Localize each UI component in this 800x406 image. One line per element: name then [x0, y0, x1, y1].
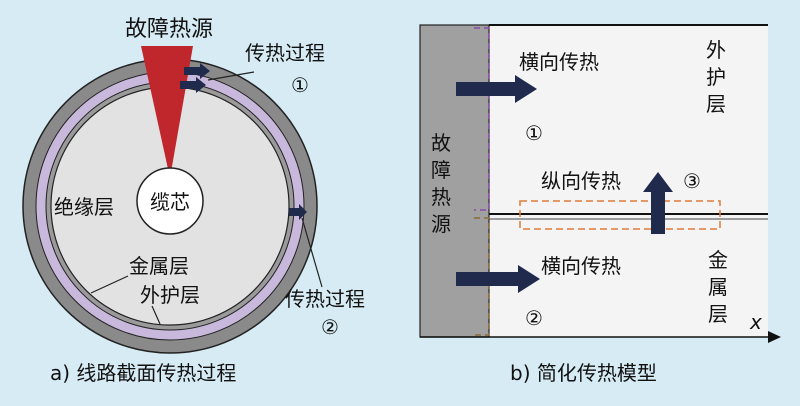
metal-leader	[90, 275, 129, 294]
process-1-arrow-upper	[184, 63, 210, 79]
lateral-arrow-bottom	[456, 265, 540, 293]
process-2-leader	[301, 217, 323, 288]
metal-char-3: 层	[708, 302, 728, 326]
heat-source-char-1: 故	[431, 131, 451, 155]
metal-label: 金属层	[129, 254, 189, 278]
heat-source-char-4: 源	[431, 212, 451, 236]
lateral-arrow-top	[456, 75, 537, 103]
process-2-label: 传热过程	[285, 287, 365, 311]
x-axis-arrowhead	[768, 331, 781, 343]
process-2-number: ②	[321, 315, 339, 339]
sheath-leader	[151, 305, 161, 325]
number-2: ②	[525, 306, 543, 330]
longitudinal-arrow-up	[643, 172, 673, 234]
longitudinal-dashed-box	[519, 200, 721, 230]
heat-source-wedge	[141, 46, 193, 178]
process-2-arrow	[289, 204, 307, 220]
sheath-char-2: 护	[706, 65, 726, 89]
number-1: ①	[525, 121, 543, 145]
number-3: ③	[683, 169, 701, 193]
sheath-region	[489, 25, 768, 214]
caption-b: b) 简化传热模型	[510, 361, 657, 385]
sheath-char-1: 外	[706, 38, 726, 62]
x-axis-label: x	[749, 310, 762, 334]
process-1-arrow-lower	[180, 77, 206, 93]
cable-core	[136, 167, 204, 235]
process-1-label: 传热过程	[245, 41, 325, 65]
heat-source-char-2: 障	[431, 158, 451, 182]
process-1-leader	[207, 71, 255, 81]
metal-char-2: 属	[708, 275, 728, 299]
sheath-label: 外护层	[140, 283, 200, 307]
lateral-top-label: 横向传热	[519, 50, 599, 74]
metal-char-1: 金	[708, 248, 728, 272]
panel-b: 故 障 热 源 横向传热 ① 纵向传热 ③ 横向传热 ② 外 护 层 金 属 层…	[419, 24, 781, 385]
longitudinal-label: 纵向传热	[541, 169, 621, 193]
lateral-bottom-label: 横向传热	[541, 254, 621, 278]
core-label: 缆芯	[150, 190, 190, 214]
insulation-label: 绝缘层	[54, 195, 114, 219]
panel-a: 缆芯 故障热源 传热过程 ① 绝缘层 金属层 外护层 传热过程 ② a) 线路截…	[22, 17, 365, 385]
sheath-dashed-bracket	[474, 27, 490, 211]
sheath-char-3: 层	[706, 92, 726, 116]
metal-region	[489, 214, 768, 337]
heat-source-label: 故障热源	[125, 17, 213, 42]
caption-a: a) 线路截面传热过程	[50, 361, 236, 385]
process-1-number: ①	[291, 73, 309, 97]
heat-source-char-3: 热	[431, 185, 451, 209]
